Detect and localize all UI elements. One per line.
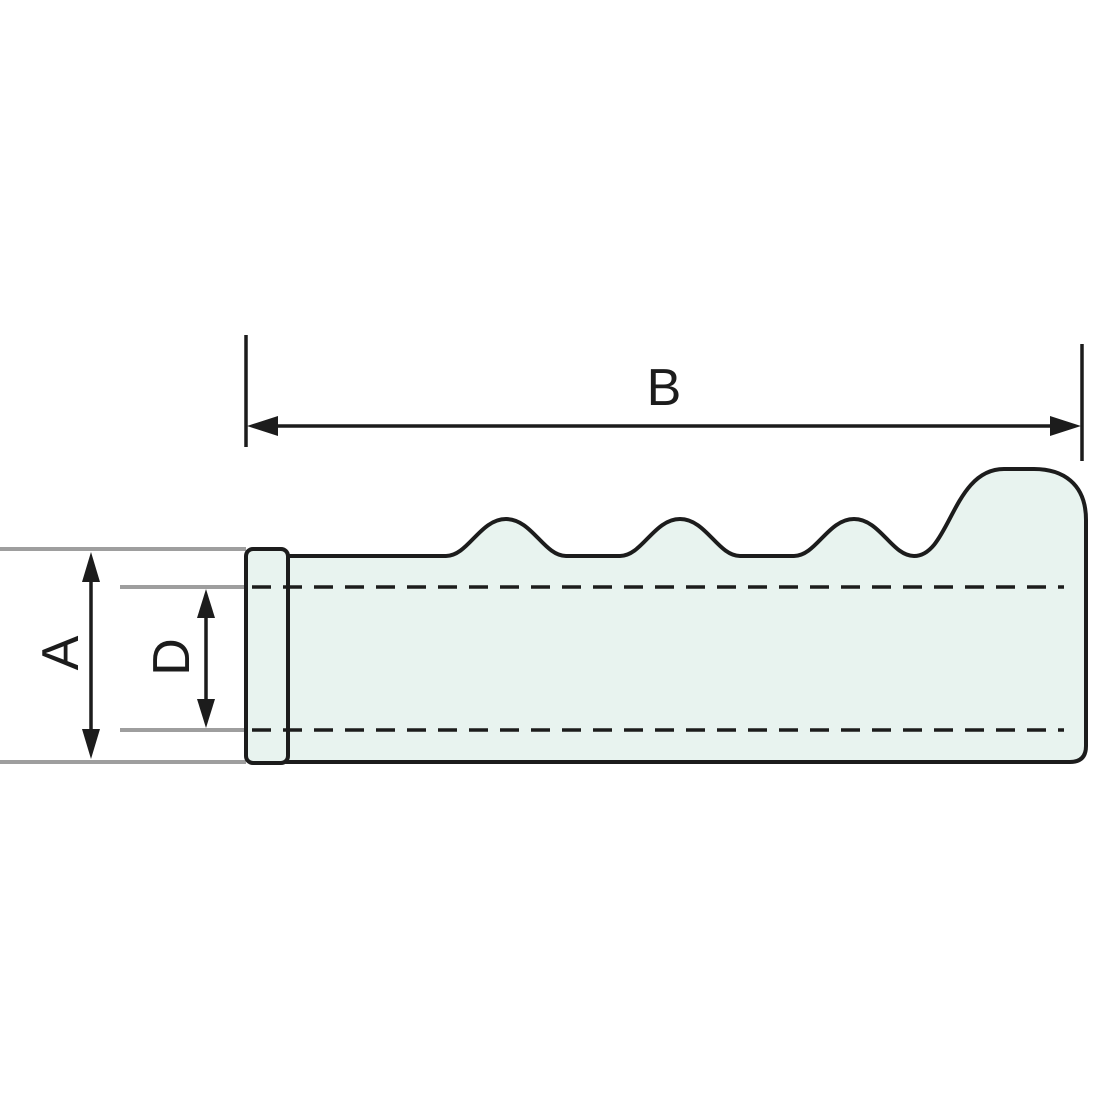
dim-b-arrowhead-right xyxy=(1050,416,1081,436)
dim-d-arrowhead-top xyxy=(197,589,215,618)
grip-flange xyxy=(244,547,290,765)
dim-a-arrowhead-top xyxy=(82,552,100,582)
dimension-d-label: D xyxy=(143,638,201,676)
dimension-B: B xyxy=(244,335,1084,461)
dimension-a-label: A xyxy=(32,635,90,670)
dim-b-arrowhead-left xyxy=(247,416,278,436)
dimension-b-label: B xyxy=(647,359,682,417)
grip-body xyxy=(284,467,1088,764)
dimension-D: D xyxy=(143,589,215,728)
extension-lines-gray xyxy=(0,547,246,764)
dimension-A: A xyxy=(32,552,100,759)
dim-d-arrowhead-bottom xyxy=(197,699,215,728)
bore-hidden-lines xyxy=(252,585,1064,732)
dim-a-arrowhead-bottom xyxy=(82,729,100,759)
